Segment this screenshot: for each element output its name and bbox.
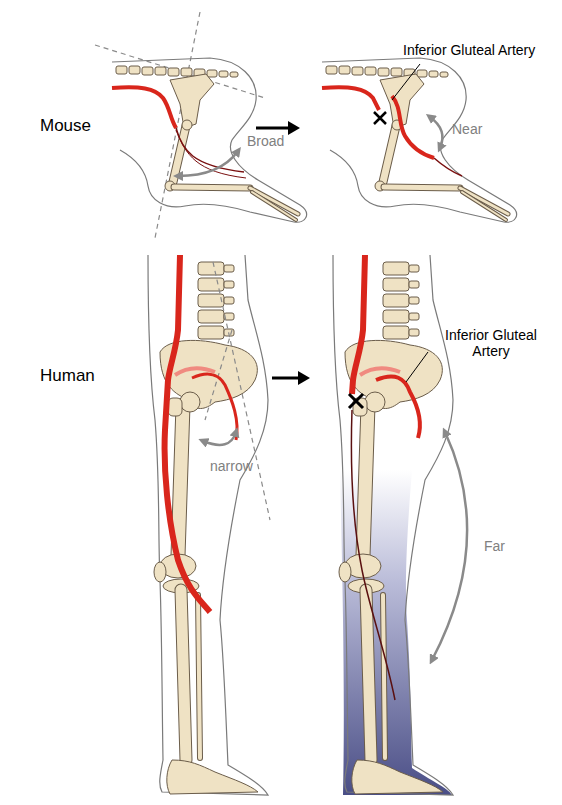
angle-label: Broad [247, 133, 284, 149]
distance-label: Far [484, 538, 505, 554]
distance-label: Near [452, 121, 482, 137]
species-label: Mouse [40, 116, 91, 136]
transition-arrow [256, 121, 300, 135]
angle-label: narrow [210, 458, 253, 474]
artery-label: Inferior Gluteal Artery [403, 42, 535, 58]
mouse-before [95, 12, 307, 238]
mouse-after [322, 58, 517, 222]
human-before [148, 255, 270, 795]
species-label: Human [40, 366, 95, 386]
artery-label: Inferior Gluteal Artery [432, 327, 550, 359]
transition-arrow [272, 371, 310, 385]
